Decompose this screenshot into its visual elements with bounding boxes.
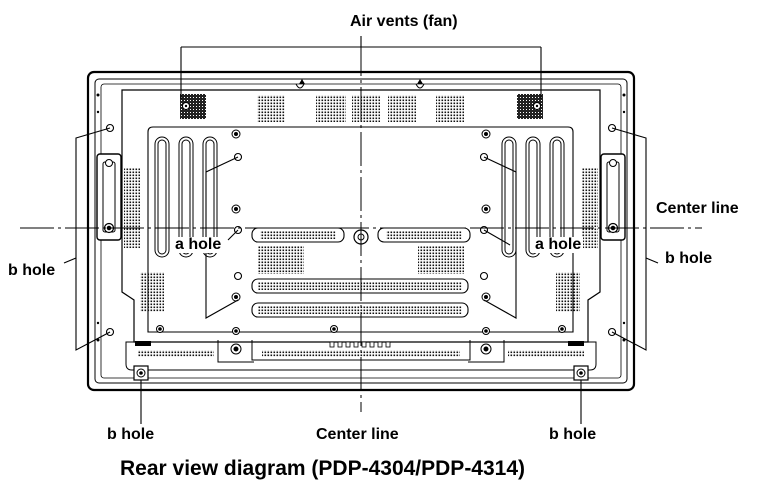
side-vent-right (582, 168, 598, 248)
lower-vent-left (140, 272, 164, 312)
label-a-hole-left: a hole (173, 236, 224, 253)
label-b-hole-bottom-right: b hole (549, 426, 597, 443)
bottom-b-hole-right (573, 365, 589, 381)
label-b-hole-right: b hole (665, 250, 713, 267)
main-panel (147, 126, 574, 333)
long-bar-lower (251, 302, 469, 318)
slots-right (501, 136, 565, 258)
fan-icon-left (182, 102, 190, 110)
top-vent-area (180, 83, 543, 122)
screws (156, 129, 566, 355)
center-vent-right (418, 246, 464, 274)
terminal-strip-left (251, 227, 345, 243)
side-vent-left (124, 168, 140, 248)
side-handle-left (96, 153, 122, 241)
side-handle-right (600, 153, 626, 241)
bottom-b-hole-left (133, 365, 149, 381)
lower-vent-right (556, 272, 580, 312)
label-center-line-bottom: Center line (316, 426, 399, 443)
base-vent-left (138, 350, 214, 357)
fan-icon-right (533, 102, 541, 110)
base-vent-right (508, 350, 584, 357)
b-hole-side-leaders (63, 127, 659, 351)
center-vent-left (258, 246, 304, 274)
air-vents-leader (180, 36, 542, 99)
diagram-caption: Rear view diagram (PDP-4304/PDP-4314) (120, 457, 526, 480)
label-b-hole-left: b hole (8, 262, 56, 279)
base-vent-center (262, 350, 460, 357)
label-center-line-right: Center line (656, 200, 739, 217)
bottom-b-hole-leaders (140, 380, 582, 424)
bottom-connectors (329, 341, 391, 348)
label-b-hole-bottom-left: b hole (107, 426, 155, 443)
terminal-strip-right (377, 227, 471, 243)
label-air-vents: Air vents (fan) (350, 13, 458, 30)
long-bar-upper (251, 278, 469, 294)
bottom-base (125, 340, 597, 371)
label-a-hole-right: a hole (533, 236, 584, 253)
